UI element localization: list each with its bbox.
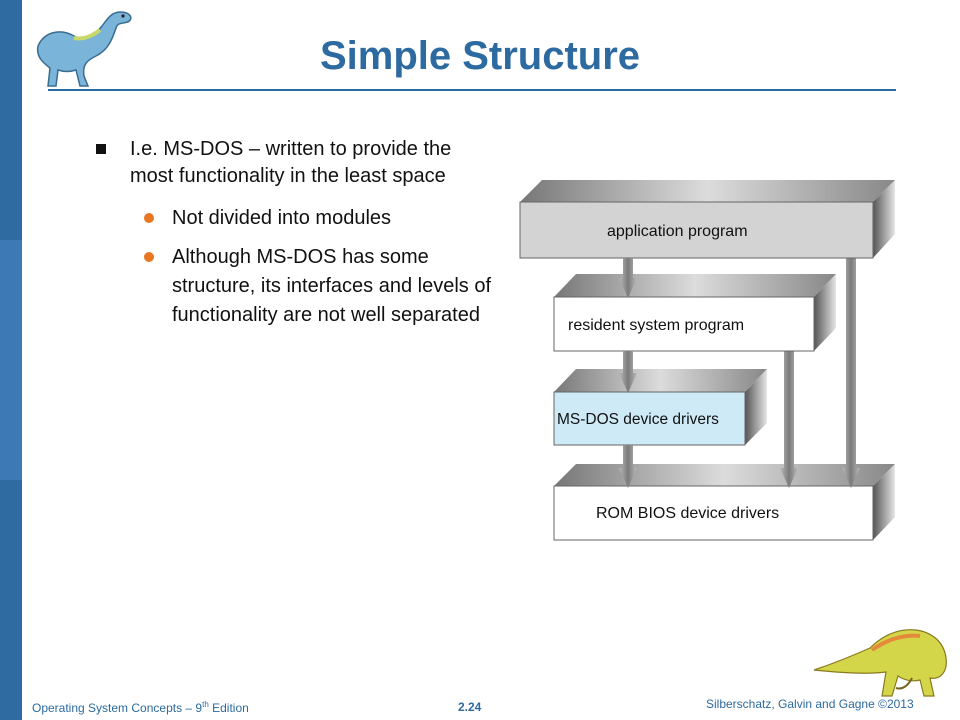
footer-edition-sup: th	[202, 700, 209, 709]
application-layer-box	[519, 201, 874, 259]
msdos-layer-diagram: ROM BIOS device drivers MS-DOS device dr…	[519, 180, 895, 541]
resident-layer-box	[553, 296, 815, 352]
msdos-drivers-layer-box	[553, 391, 746, 446]
footer-copyright: Silberschatz, Galvin and Gagne ©2013	[706, 697, 914, 711]
sidebar-band	[0, 240, 22, 480]
bullet-main: I.e. MS-DOS – written to provide the mos…	[96, 136, 496, 190]
msdos-drivers-layer-side	[745, 369, 767, 445]
dinosaur-footer-logo-icon	[813, 629, 947, 697]
resident-layer-top	[554, 274, 836, 297]
footer-book-prefix: Operating System Concepts – 9	[32, 701, 203, 715]
arrow-icon	[619, 351, 637, 393]
msdos-drivers-layer-label: MS-DOS device drivers	[557, 411, 719, 428]
application-layer-label: application program	[607, 223, 748, 240]
arrow-icon	[780, 351, 798, 488]
footer-book-suffix: Edition	[208, 701, 249, 715]
sub-bullet: Not divided into modules	[144, 204, 496, 233]
sub-bullet-text: Not divided into modules	[172, 207, 392, 229]
resident-layer-side	[814, 274, 836, 351]
rom-bios-layer-top	[554, 464, 895, 486]
rom-bios-layer-side	[873, 464, 895, 540]
footer-book-title: Operating System Concepts – 9th Edition	[32, 700, 249, 715]
rom-bios-layer-label: ROM BIOS device drivers	[596, 505, 779, 522]
dinosaur-logo-icon	[36, 11, 132, 87]
square-bullet-icon	[96, 144, 106, 154]
round-bullet-icon	[144, 213, 154, 223]
slide-title: Simple Structure	[319, 34, 641, 78]
sub-bullet: Although MS-DOS has some structure, its …	[144, 243, 496, 330]
bullet-list: I.e. MS-DOS – written to provide the mos…	[96, 136, 496, 330]
rom-bios-layer-box	[553, 485, 874, 541]
resident-layer-label: resident system program	[568, 317, 744, 334]
bullet-main-text: I.e. MS-DOS – written to provide the mos…	[130, 138, 452, 187]
arrow-icon	[619, 258, 637, 298]
application-layer-side	[873, 180, 895, 258]
left-sidebar-bar	[0, 0, 22, 720]
title-divider	[48, 89, 896, 91]
msdos-drivers-layer-top	[554, 369, 767, 392]
sub-bullet-text: Although MS-DOS has some structure, its …	[172, 246, 492, 326]
round-bullet-icon	[144, 252, 154, 262]
arrow-icon	[619, 445, 637, 488]
application-layer-top	[520, 180, 895, 202]
arrow-icon	[842, 258, 860, 488]
footer-page-number: 2.24	[458, 700, 482, 714]
